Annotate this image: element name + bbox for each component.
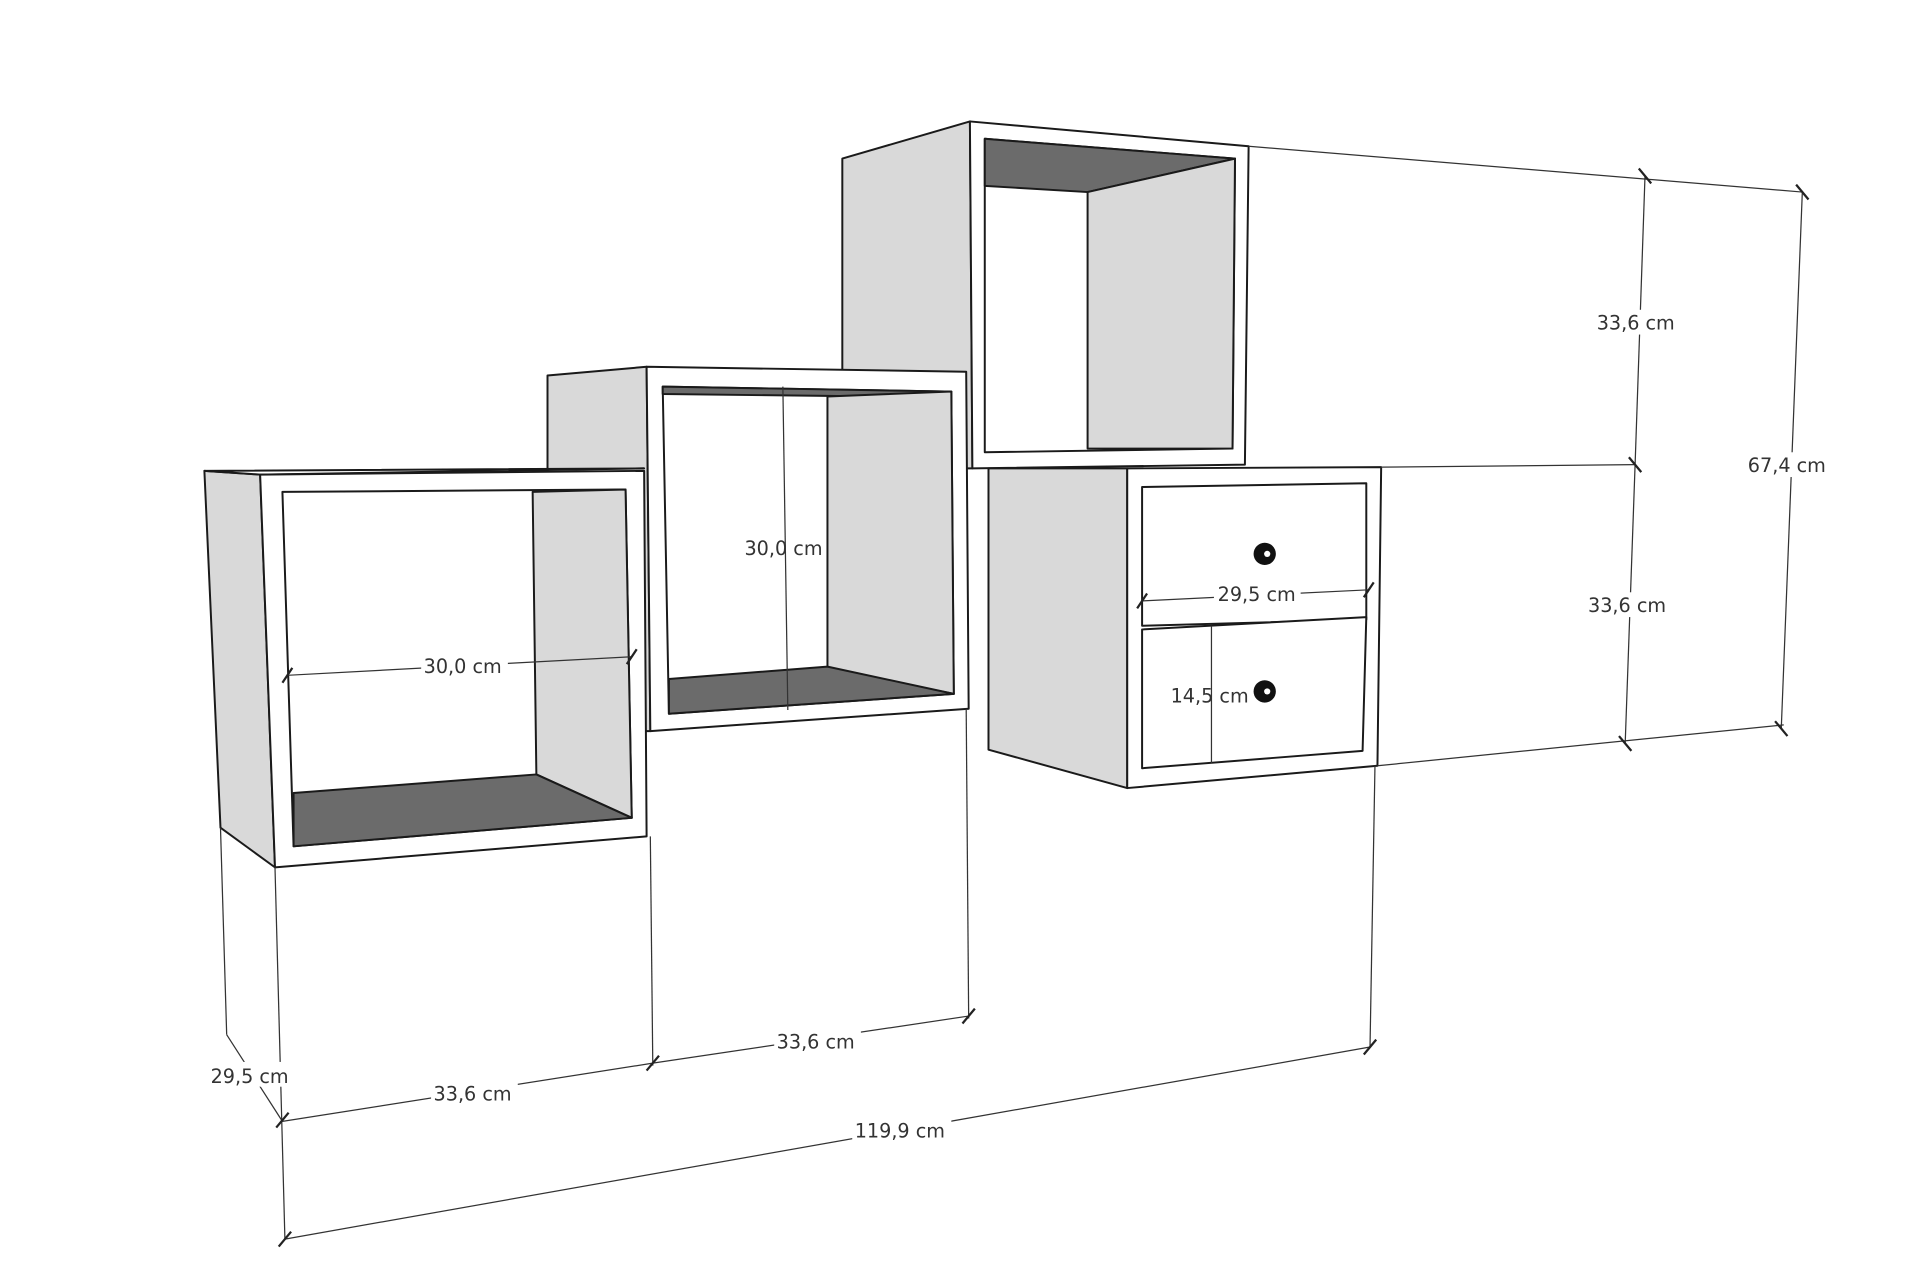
label-cube1-width: 33,6 cm <box>434 1082 512 1105</box>
label-lower-height: 33,6 cm <box>1588 594 1666 617</box>
cube-drawers <box>987 466 1383 790</box>
label-drawer-height: 14,5 cm <box>1171 685 1249 708</box>
label-total-height: 67,4 cm <box>1748 454 1826 477</box>
extension-lines <box>219 145 1803 1240</box>
label-drawer-width: 29,5 cm <box>1218 583 1296 606</box>
label-cube-depth: 29,5 cm <box>211 1065 289 1088</box>
label-total-width: 119,9 cm <box>855 1119 945 1142</box>
label-inner-width: 30,0 cm <box>424 655 502 678</box>
dimension-ticks <box>275 167 1810 1248</box>
label-cube2-width: 33,6 cm <box>777 1030 855 1053</box>
label-inner-height: 30,0 cm <box>744 537 822 560</box>
label-upper-height: 33,6 cm <box>1597 312 1675 335</box>
cube-middle <box>546 365 970 733</box>
dimension-labels: 29,5 cm 33,6 cm 33,6 cm 119,9 cm 30,0 cm… <box>208 309 1834 1143</box>
